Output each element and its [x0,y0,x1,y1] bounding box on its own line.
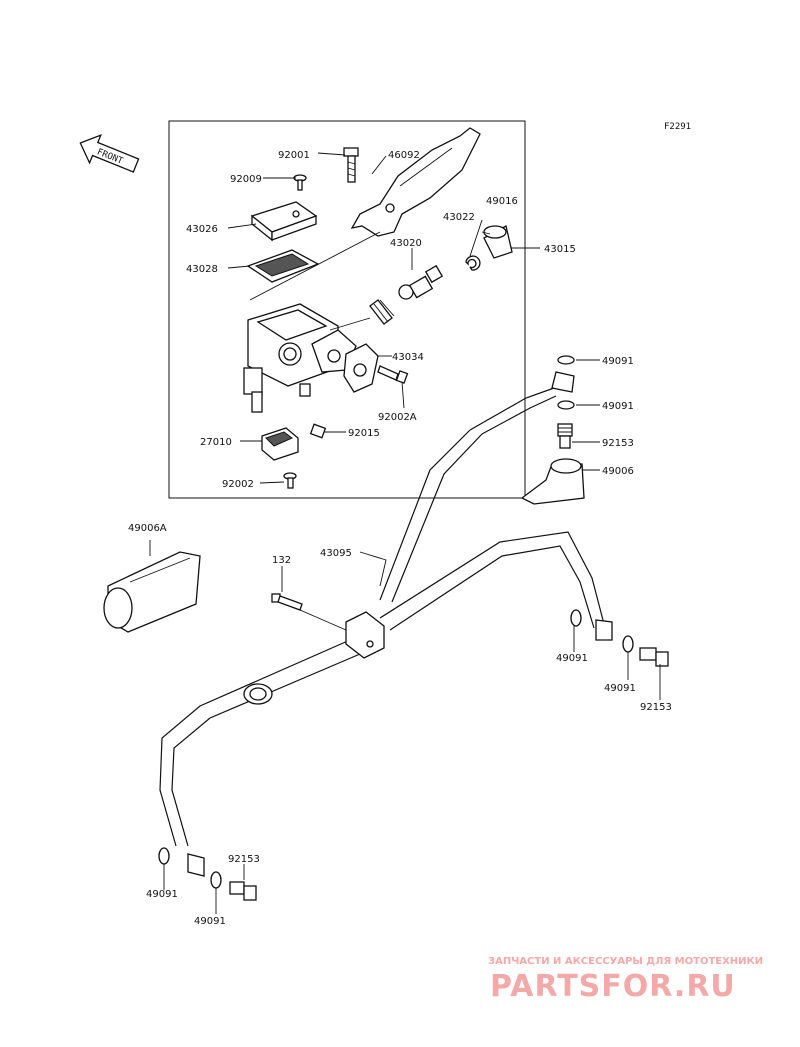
lever-pivot-bolt [343,147,359,183]
banjo-bolt-right [639,647,669,667]
callout-92153-upper: 92153 [602,438,634,449]
switch-screw [283,472,297,489]
washer-upper-2 [557,400,575,410]
banjo-right [595,619,613,641]
callout-92153-left: 92153 [228,854,260,865]
washer-right-1 [570,609,582,627]
watermark-tagline: ЗАПЧАСТИ И АКСЕССУАРЫ ДЛЯ МОТОТЕХНИКИ [488,956,763,967]
callout-92153-right: 92153 [640,702,672,713]
callout-49091-right-1: 49091 [556,653,588,664]
callout-43020: 43020 [390,238,422,249]
clamp-bolt [377,365,409,384]
callout-49091-left-2: 49091 [194,916,226,927]
callout-92002: 92002 [222,479,254,490]
callout-92015: 92015 [348,428,380,439]
washer-right-2 [622,635,634,653]
hose-grommet [243,683,273,705]
cover-screw [293,174,307,191]
master-cylinder-body [243,303,357,413]
dust-boot [483,225,513,259]
callout-46092: 46092 [388,150,420,161]
reservoir-cap [250,201,318,242]
brake-hose-lower [159,639,361,847]
watermark-brand: PARTSFOR.RU [490,969,736,1004]
callout-92001: 92001 [278,150,310,161]
callout-49091-upper-2: 49091 [602,401,634,412]
switch-nut [309,423,327,439]
callout-27010: 27010 [200,437,232,448]
callout-132: 132 [272,555,291,566]
circlip [465,255,481,271]
callout-49006A: 49006A [128,523,167,534]
callout-43034: 43034 [392,352,424,363]
front-arrow-icon: FRONT [79,133,140,173]
washer-left-1 [158,847,170,865]
callout-43026: 43026 [186,224,218,235]
callout-43028: 43028 [186,264,218,275]
banjo-left [187,853,205,877]
handlebar-clamp [343,343,379,393]
callout-43095: 43095 [320,548,352,559]
callout-49016: 49016 [486,196,518,207]
callout-49006: 49006 [602,466,634,477]
callout-43022: 43022 [443,212,475,223]
banjo-cover [520,458,585,505]
callout-49091-left-1: 49091 [146,889,178,900]
brake-hose-right [379,531,605,631]
callout-49091-upper-1: 49091 [602,356,634,367]
washer-upper-1 [557,355,575,365]
hose-joint [345,611,385,659]
figure-code: F2291 [664,122,691,132]
callout-92002A: 92002A [378,412,417,423]
brake-hose-upper [379,387,557,603]
brake-light-switch [261,427,299,461]
master-cylinder-assembly-box [168,120,526,499]
banjo-upper [551,371,575,393]
banjo-bolt-upper [557,423,573,449]
washer-left-2 [210,871,222,889]
piston-kit [369,264,444,325]
callout-49091-right-2: 49091 [604,683,636,694]
callout-43015: 43015 [544,244,576,255]
callout-92009: 92009 [230,174,262,185]
banjo-cover-alt [103,540,201,633]
brake-lever [350,127,481,237]
banjo-bolt-left [229,881,257,901]
joint-bolt [271,593,303,611]
reservoir-diaphragm [246,249,320,283]
